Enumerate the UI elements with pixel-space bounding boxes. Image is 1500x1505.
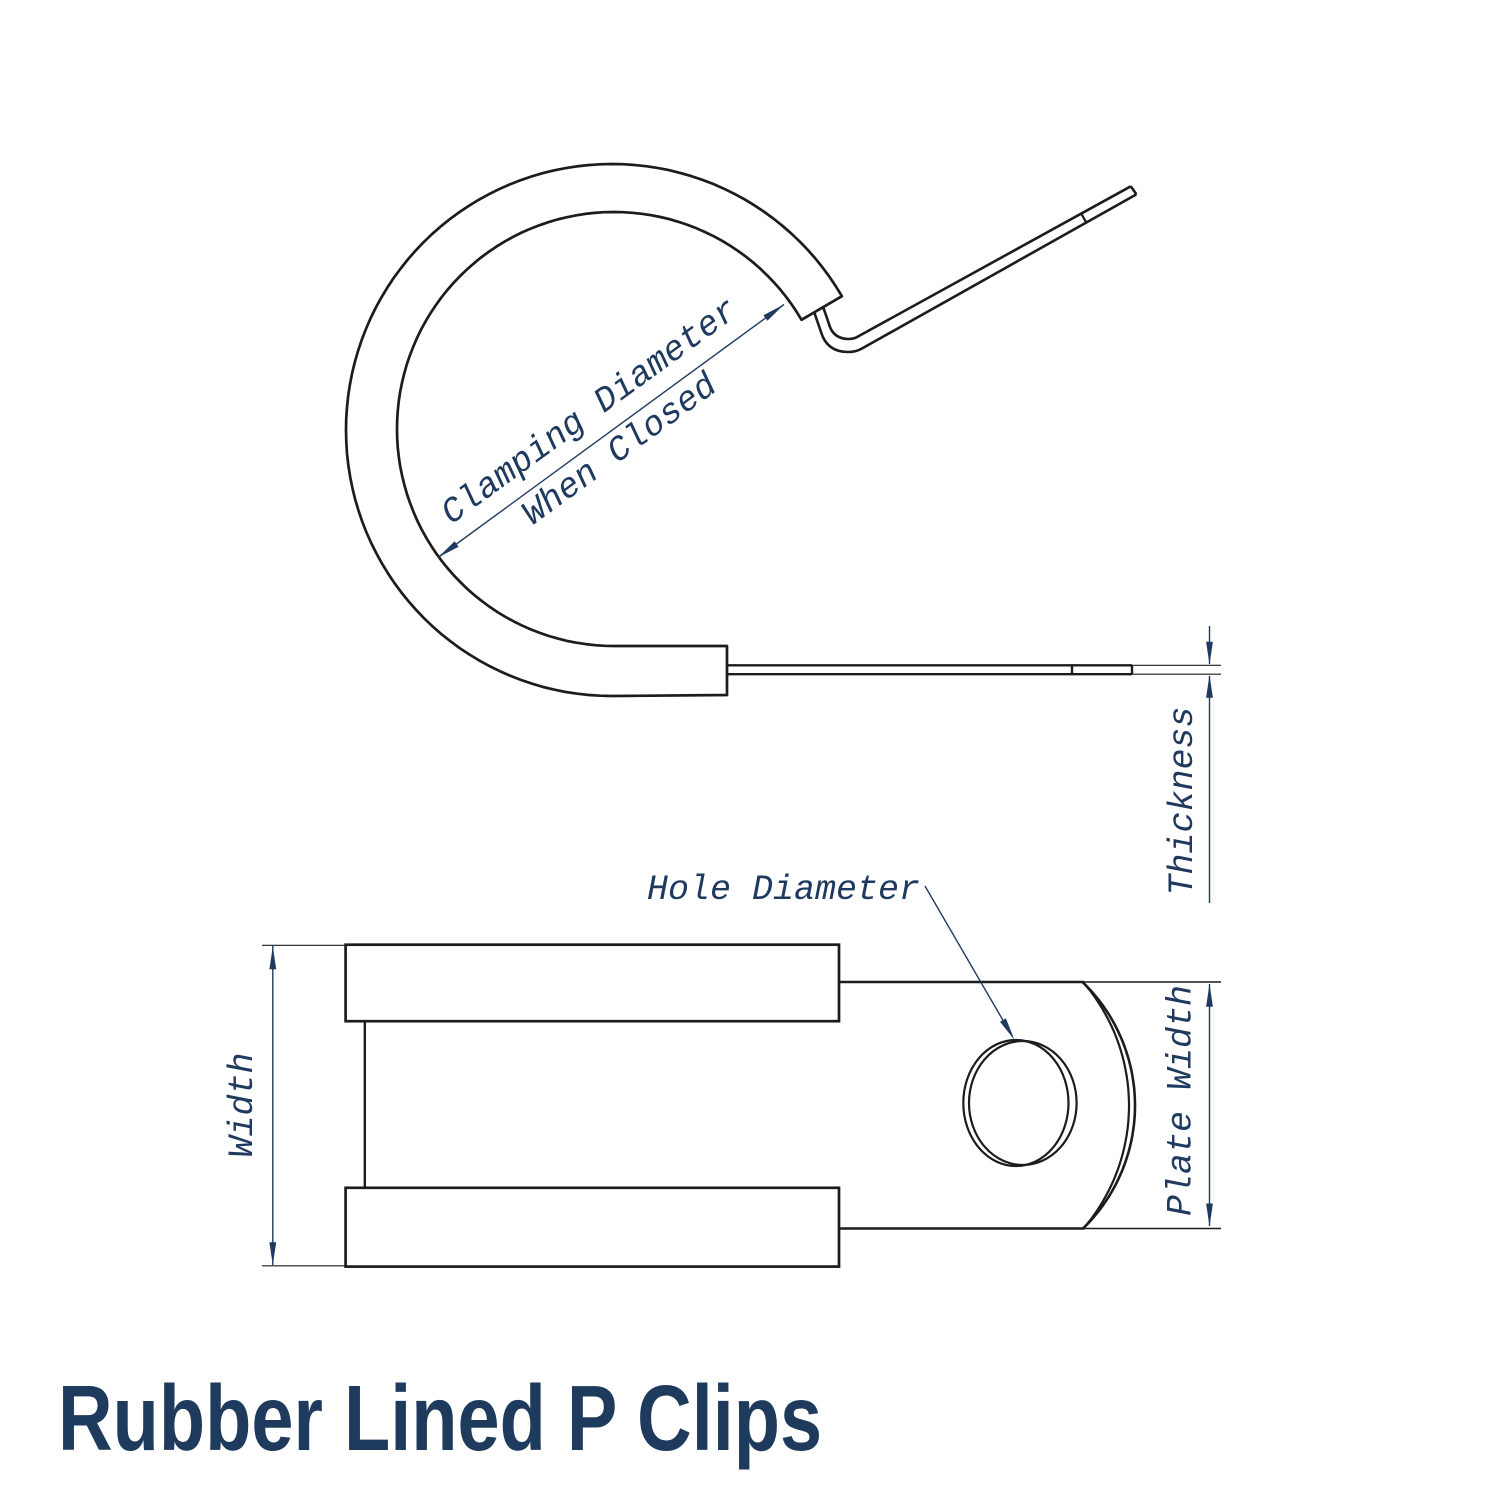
svg-text:Plate Width: Plate Width — [1162, 985, 1202, 1216]
svg-text:Thickness: Thickness — [1163, 706, 1203, 895]
svg-text:Width: Width — [223, 1052, 263, 1157]
svg-text:Hole Diameter: Hole Diameter — [647, 870, 920, 910]
